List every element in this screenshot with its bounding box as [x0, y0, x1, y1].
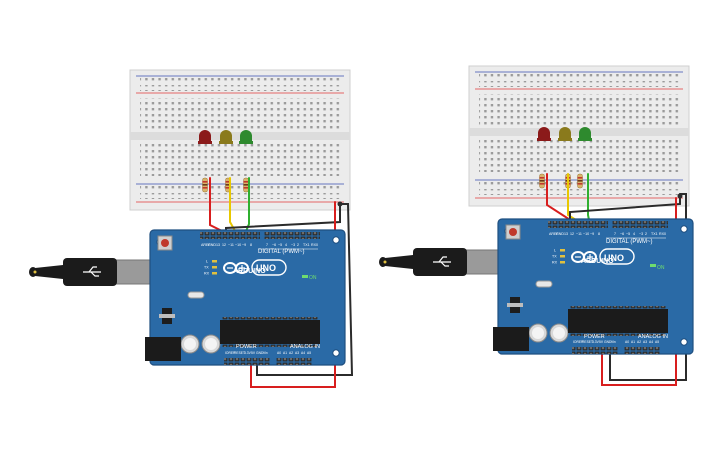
- circuit-1: ARDUINO UNO ON DIGITAL (PWM~) POWER ANAL…: [28, 69, 354, 388]
- usb-cable[interactable]: [378, 247, 504, 277]
- on-label: ON: [309, 275, 317, 281]
- power-jack[interactable]: [145, 337, 181, 361]
- board-model: UNO: [256, 263, 276, 273]
- resistor-1[interactable]: [202, 177, 208, 193]
- analog-label: ANALOG IN: [638, 334, 668, 340]
- circuit-2: ARDUINO UNO ON DIGITAL (PWM~) POWER ANAL…: [378, 65, 694, 386]
- usb-cable[interactable]: [28, 257, 154, 287]
- power-jack[interactable]: [493, 327, 529, 351]
- wire-gnd-power[interactable]: [256, 203, 354, 376]
- board-brand: ARDUINO: [581, 258, 614, 265]
- wire-endpoint[interactable]: [337, 201, 343, 207]
- analog-label: ANALOG IN: [290, 344, 320, 350]
- wire-gnd-power[interactable]: [609, 193, 687, 381]
- digital-label: DIGITAL (PWM~): [606, 239, 653, 245]
- wire-red[interactable]: [546, 173, 579, 226]
- power-label: POWER: [584, 334, 605, 340]
- wire-endpoint[interactable]: [677, 193, 683, 199]
- resistor-3[interactable]: [577, 173, 583, 189]
- digital-label: DIGITAL (PWM~): [258, 249, 305, 255]
- board-brand: ARDUINO: [233, 268, 266, 275]
- power-label: POWER: [236, 344, 257, 350]
- resistor-1[interactable]: [539, 173, 545, 189]
- board-model: UNO: [604, 253, 624, 263]
- resistor-3[interactable]: [243, 177, 249, 193]
- on-label: ON: [657, 265, 665, 271]
